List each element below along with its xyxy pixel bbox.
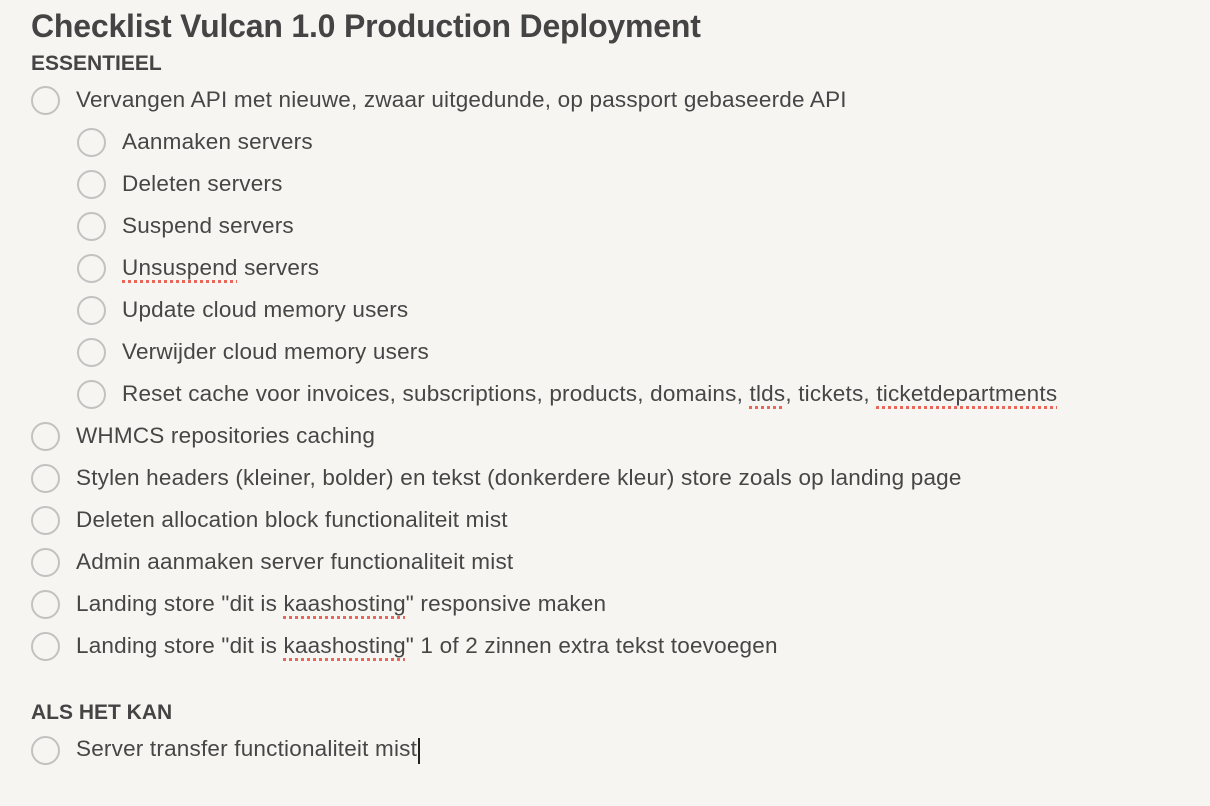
text-segment: WHMCS repositories caching (76, 423, 376, 448)
checklist-item-text[interactable]: Aanmaken servers (122, 129, 313, 155)
checkbox-circle-icon[interactable] (77, 295, 106, 325)
checklist-item[interactable]: Aanmaken servers (77, 121, 313, 163)
checkbox-circle-icon[interactable] (31, 589, 60, 619)
checklist-item[interactable]: Verwijder cloud memory users (77, 331, 429, 373)
checklist-item[interactable]: Landing store "dit is kaashosting" respo… (31, 583, 606, 625)
misspelled-word: Unsuspend (122, 255, 238, 280)
checklist-item[interactable]: Deleten servers (77, 163, 283, 205)
checklist-item-text[interactable]: Stylen headers (kleiner, bolder) en teks… (76, 465, 962, 491)
text-segment: Aanmaken servers (122, 129, 313, 154)
checklist-item-text[interactable]: Unsuspend servers (122, 255, 319, 281)
text-segment: Deleten servers (122, 171, 283, 196)
text-segment: Reset cache voor invoices, subscriptions… (122, 381, 750, 406)
checkbox-circle-icon[interactable] (77, 169, 106, 199)
checklist-item[interactable]: WHMCS repositories caching (31, 415, 375, 457)
checklist-item-text[interactable]: Server transfer functionaliteit mist (76, 736, 421, 764)
checkbox-circle-icon[interactable] (31, 463, 60, 493)
text-segment: Admin aanmaken server functionaliteit mi… (76, 549, 514, 574)
checklist-item-text[interactable]: Verwijder cloud memory users (122, 339, 429, 365)
checklist-item-text[interactable]: Deleten servers (122, 171, 283, 197)
checklist-item[interactable]: Admin aanmaken server functionaliteit mi… (31, 541, 513, 583)
checklist-item-text[interactable]: Landing store "dit is kaashosting" respo… (76, 591, 606, 617)
text-segment: Suspend servers (122, 213, 294, 238)
checklist-item[interactable]: Reset cache voor invoices, subscriptions… (77, 373, 1057, 415)
text-segment: Verwijder cloud memory users (122, 339, 429, 364)
checkbox-circle-icon[interactable] (77, 379, 106, 409)
checklist-item[interactable]: Vervangen API met nieuwe, zwaar uitgedun… (31, 79, 847, 121)
checkbox-circle-icon[interactable] (31, 547, 60, 577)
text-segment: Stylen headers (kleiner, bolder) en teks… (76, 465, 962, 490)
text-segment: " 1 of 2 zinnen extra tekst toevoegen (405, 633, 778, 658)
checklist-item[interactable]: Stylen headers (kleiner, bolder) en teks… (31, 457, 962, 499)
checklist-item[interactable]: Suspend servers (77, 205, 294, 247)
checkbox-circle-icon[interactable] (77, 211, 106, 241)
checklist-item-text[interactable]: Vervangen API met nieuwe, zwaar uitgedun… (76, 87, 847, 113)
text-segment: Vervangen API met nieuwe, zwaar uitgedun… (76, 87, 847, 112)
text-segment: " responsive maken (405, 591, 607, 616)
checklist-item-text[interactable]: Landing store "dit is kaashosting" 1 of … (76, 633, 778, 659)
section-heading: ALS HET KAN (31, 701, 173, 724)
checkbox-circle-icon[interactable] (31, 505, 60, 535)
text-segment: Landing store "dit is (76, 633, 284, 658)
checklist-item-text[interactable]: WHMCS repositories caching (76, 423, 375, 449)
checkbox-circle-icon[interactable] (31, 631, 60, 661)
checklist-item[interactable]: Update cloud memory users (77, 289, 408, 331)
checkbox-circle-icon[interactable] (77, 337, 106, 367)
checklist-item-text[interactable]: Reset cache voor invoices, subscriptions… (122, 381, 1057, 407)
text-segment: servers (237, 255, 320, 280)
text-segment: Deleten allocation block functionaliteit… (76, 507, 508, 532)
text-segment: Update cloud memory users (122, 297, 409, 322)
checklist-item[interactable]: Landing store "dit is kaashosting" 1 of … (31, 625, 778, 667)
misspelled-word: kaashosting (283, 633, 406, 658)
misspelled-word: ticketdepartments (876, 381, 1058, 406)
section-heading: ESSENTIEEL (31, 52, 162, 75)
checkbox-circle-icon[interactable] (31, 85, 60, 115)
text-segment: Landing store "dit is (76, 591, 284, 616)
checkbox-circle-icon[interactable] (31, 735, 60, 765)
note-title[interactable]: Checklist Vulcan 1.0 Production Deployme… (31, 8, 701, 44)
text-cursor (418, 737, 421, 764)
checklist-item-text[interactable]: Suspend servers (122, 213, 294, 239)
text-segment: Server transfer functionaliteit mist (76, 736, 418, 762)
checkbox-circle-icon[interactable] (77, 253, 106, 283)
checkbox-circle-icon[interactable] (31, 421, 60, 451)
checklist-item[interactable]: Deleten allocation block functionaliteit… (31, 499, 508, 541)
checklist-item-text[interactable]: Deleten allocation block functionaliteit… (76, 507, 508, 533)
checklist-item[interactable]: Server transfer functionaliteit mist (31, 729, 421, 771)
misspelled-word: kaashosting (283, 591, 406, 616)
checklist-item-text[interactable]: Update cloud memory users (122, 297, 408, 323)
text-segment: , tickets, (785, 381, 877, 406)
checklist-item-text[interactable]: Admin aanmaken server functionaliteit mi… (76, 549, 513, 575)
misspelled-word: tlds (749, 381, 786, 406)
checkbox-circle-icon[interactable] (77, 127, 106, 157)
checklist-item[interactable]: Unsuspend servers (77, 247, 319, 289)
